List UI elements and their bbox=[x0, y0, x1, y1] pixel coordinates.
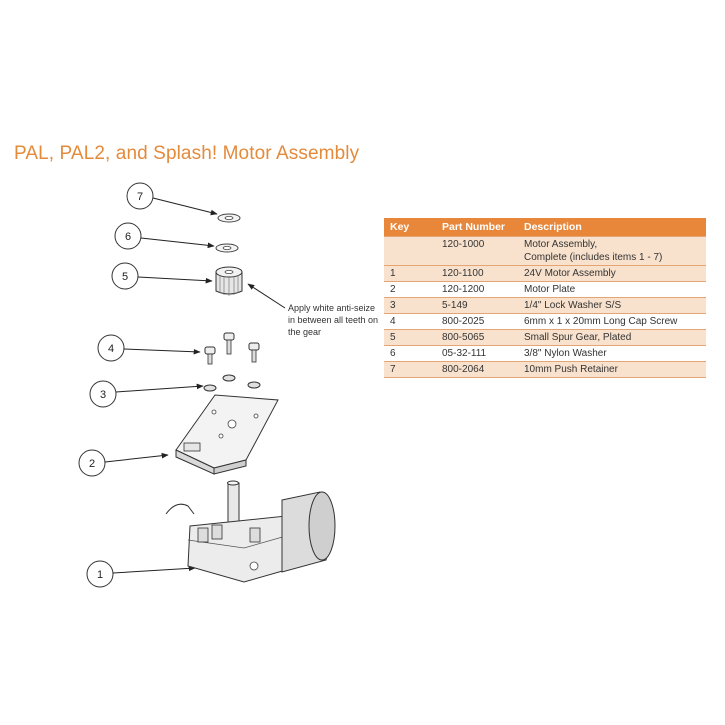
table-row: 2 120-1200 Motor Plate bbox=[384, 281, 706, 298]
callout-6-label: 6 bbox=[125, 231, 131, 243]
callout-2-label: 2 bbox=[89, 458, 95, 470]
nylon-washer-part bbox=[215, 243, 239, 253]
callout-6: 6 bbox=[114, 222, 215, 250]
callout-5: 5 bbox=[111, 262, 213, 290]
callout-3: 3 bbox=[89, 380, 204, 408]
gear-grease-note: Apply white anti-seize in between all te… bbox=[288, 303, 379, 337]
parts-table-header: Key Part Number Description bbox=[384, 218, 706, 237]
callout-5-label: 5 bbox=[122, 271, 128, 283]
callout-7: 7 bbox=[126, 182, 218, 216]
row-description: Motor Plate bbox=[518, 281, 706, 298]
row-key: 1 bbox=[384, 265, 436, 282]
row-key: 3 bbox=[384, 297, 436, 314]
callout-3-label: 3 bbox=[100, 389, 106, 401]
row-description: Small Spur Gear, Plated bbox=[518, 329, 706, 346]
callout-1-label: 1 bbox=[97, 569, 103, 581]
row-description: Motor Assembly, Complete (includes items… bbox=[518, 236, 706, 266]
row-part-number: 120-1100 bbox=[436, 265, 518, 282]
row-part-number: 120-1000 bbox=[436, 236, 518, 266]
motor-part bbox=[165, 480, 336, 583]
note-leader bbox=[247, 283, 286, 309]
row-part-number: 5-149 bbox=[436, 297, 518, 314]
header-key: Key bbox=[384, 218, 436, 237]
push-retainer-part bbox=[217, 213, 241, 223]
row-description-line: Complete (includes items 1 - 7) bbox=[524, 252, 663, 263]
row-key: 4 bbox=[384, 313, 436, 330]
callout-1: 1 bbox=[86, 560, 196, 588]
row-part-number: 800-2025 bbox=[436, 313, 518, 330]
row-part-number: 05-32-111 bbox=[436, 345, 518, 362]
row-description: 10mm Push Retainer bbox=[518, 361, 706, 378]
cap-screws-part bbox=[204, 332, 260, 365]
row-description: 3/8" Nylon Washer bbox=[518, 345, 706, 362]
callout-2: 2 bbox=[78, 449, 169, 477]
row-description: 1/4" Lock Washer S/S bbox=[518, 297, 706, 314]
table-row: 4 800-2025 6mm x 1 x 20mm Long Cap Screw bbox=[384, 313, 706, 330]
callout-4: 4 bbox=[97, 334, 201, 362]
row-part-number: 120-1200 bbox=[436, 281, 518, 298]
row-key bbox=[384, 236, 436, 266]
motor-plate-part bbox=[175, 394, 279, 475]
row-key: 7 bbox=[384, 361, 436, 378]
table-row: 3 5-149 1/4" Lock Washer S/S bbox=[384, 297, 706, 314]
row-description: 24V Motor Assembly bbox=[518, 265, 706, 282]
callout-7-label: 7 bbox=[137, 191, 143, 203]
callout-4-label: 4 bbox=[108, 343, 114, 355]
row-key: 6 bbox=[384, 345, 436, 362]
table-row: 120-1000 Motor Assembly, Complete (inclu… bbox=[384, 236, 706, 266]
page-title: PAL, PAL2, and Splash! Motor Assembly bbox=[14, 143, 360, 164]
row-part-number: 800-5065 bbox=[436, 329, 518, 346]
table-row: 5 800-5065 Small Spur Gear, Plated bbox=[384, 329, 706, 346]
row-description-line: Motor Assembly, bbox=[524, 239, 598, 250]
table-row: 1 120-1100 24V Motor Assembly bbox=[384, 265, 706, 282]
header-part-number: Part Number bbox=[436, 218, 518, 237]
row-description: 6mm x 1 x 20mm Long Cap Screw bbox=[518, 313, 706, 330]
header-description: Description bbox=[518, 218, 706, 237]
row-key: 5 bbox=[384, 329, 436, 346]
lock-washers-part bbox=[203, 374, 261, 392]
row-part-number: 800-2064 bbox=[436, 361, 518, 378]
spur-gear-part bbox=[215, 266, 243, 296]
table-row: 6 05-32-111 3/8" Nylon Washer bbox=[384, 345, 706, 362]
parts-table: Key Part Number Description 120-1000 Mot… bbox=[384, 218, 706, 378]
row-key: 2 bbox=[384, 281, 436, 298]
table-row: 7 800-2064 10mm Push Retainer bbox=[384, 361, 706, 378]
